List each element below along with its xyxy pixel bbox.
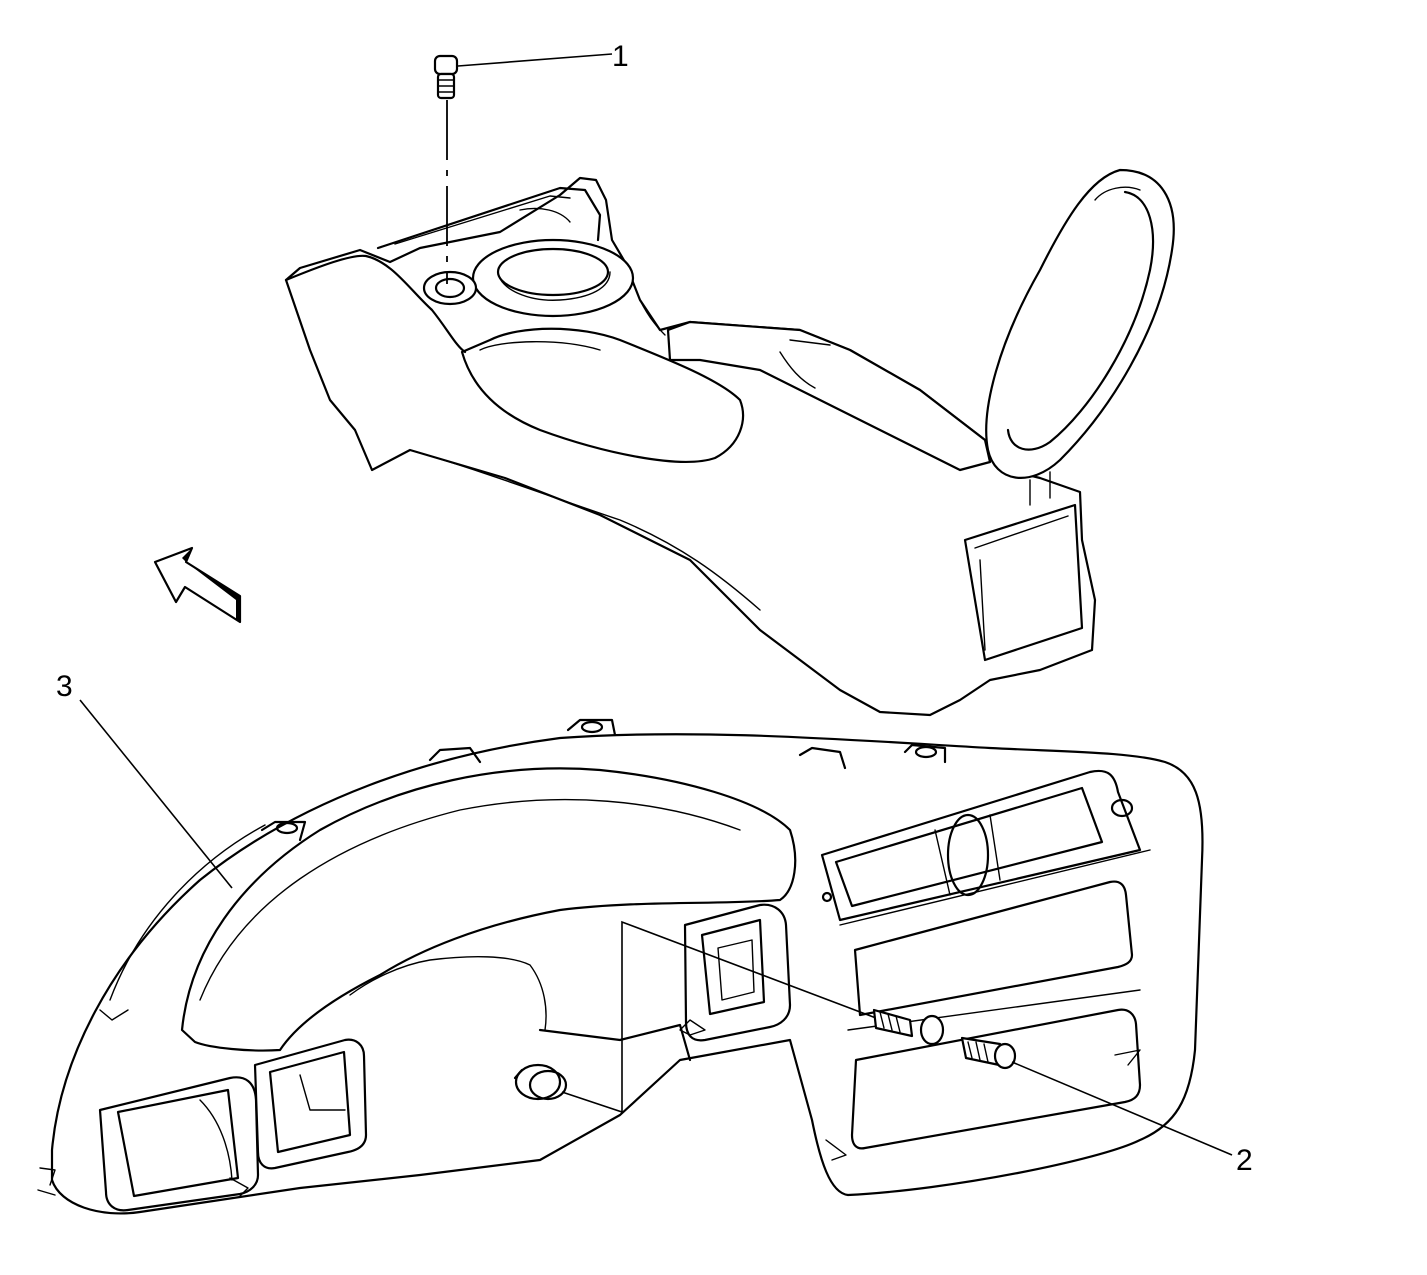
console-storage-well bbox=[460, 327, 745, 463]
fastener-2-assembly bbox=[561, 920, 1017, 1114]
console-rear-tray bbox=[376, 186, 602, 250]
callout-1-leader bbox=[457, 53, 613, 67]
console-armrest-pad bbox=[666, 320, 992, 472]
center-lower-section bbox=[538, 1023, 692, 1062]
center-stack-opening-2 bbox=[850, 1008, 1142, 1150]
center-stack-opening-1 bbox=[853, 880, 1134, 1017]
fastener-2-axis bbox=[561, 920, 877, 1114]
left-vent-outer bbox=[98, 1076, 260, 1212]
callout-2-leader bbox=[1011, 1061, 1233, 1156]
callout-3-leader bbox=[79, 699, 233, 889]
center-console bbox=[284, 176, 1097, 717]
armrest-lid bbox=[985, 168, 1175, 479]
fastener-1-head bbox=[433, 54, 459, 76]
cup-holder-outer bbox=[471, 238, 635, 318]
console-bolt-boss bbox=[422, 270, 478, 306]
right-vents bbox=[820, 769, 1142, 922]
callout-2-label: 2 bbox=[1236, 1144, 1253, 1177]
forward-arrow-icon bbox=[153, 546, 242, 624]
center-vent bbox=[683, 903, 792, 1042]
callout-3-label: 3 bbox=[56, 670, 73, 703]
fastener-2-bolt bbox=[872, 1008, 914, 1038]
instrument-panel-carrier bbox=[37, 718, 1204, 1215]
console-front-rim bbox=[284, 254, 467, 354]
fastener-1 bbox=[433, 54, 459, 284]
armrest-lid-shell bbox=[985, 168, 1175, 479]
console-rear-face bbox=[963, 503, 1084, 662]
panel-cluster-hood bbox=[180, 767, 797, 1052]
panel-push-pin bbox=[513, 1063, 568, 1101]
callout-1-label: 1 bbox=[612, 40, 629, 73]
left-center-vent bbox=[253, 1038, 368, 1170]
